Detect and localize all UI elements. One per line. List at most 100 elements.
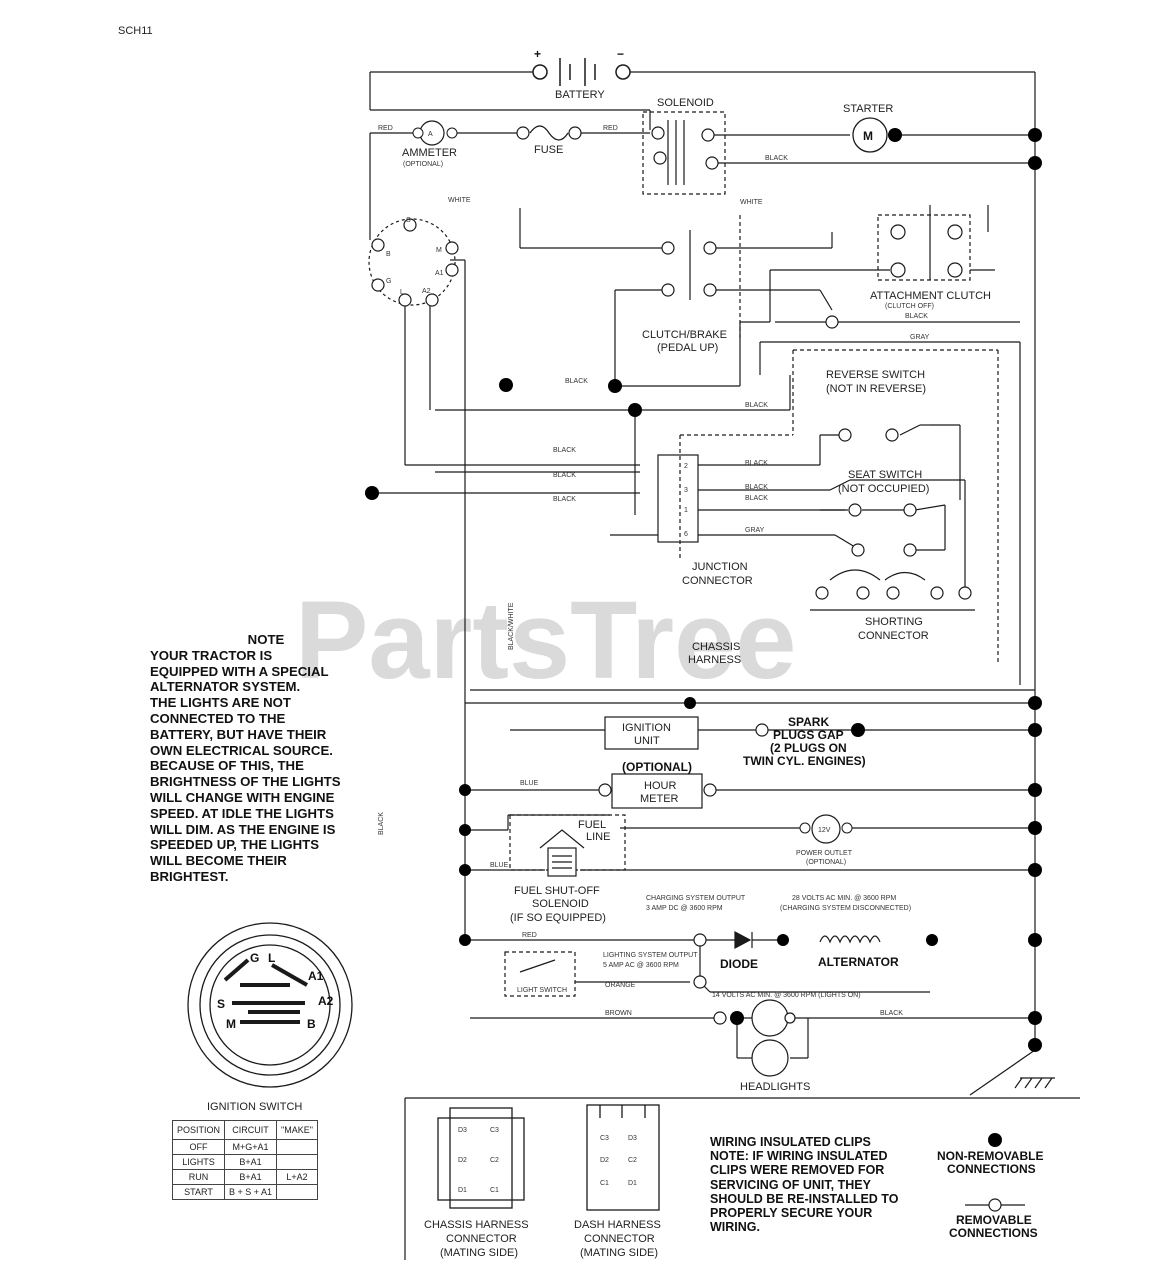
spark-plugs-4: TWIN CYL. ENGINES) <box>743 754 866 768</box>
note-line: SPEED. AT IDLE THE LIGHTS <box>150 805 334 821</box>
note-line: OWN ELECTRICAL SOURCE. <box>150 742 333 758</box>
solenoid-terminals <box>651 126 719 170</box>
ch-pin-c1: C1 <box>490 1187 499 1194</box>
ammeter-label: AMMETER <box>402 147 457 159</box>
legend-removable-2: CONNECTIONS <box>949 1226 1038 1240</box>
fuel-shutoff-3: (IF SO EQUIPPED) <box>510 912 606 924</box>
wire-black-11: BLACK <box>880 1010 903 1017</box>
wire-black-7: BLACK <box>553 496 576 503</box>
volts-ac-2: (CHARGING SYSTEM DISCONNECTED) <box>780 905 911 912</box>
table-header: POSITION <box>171 1120 226 1140</box>
wire-black-10: BLACK <box>745 495 768 502</box>
wire-red-2: RED <box>603 125 618 132</box>
table-cell <box>276 1154 318 1170</box>
ign-term-m: M <box>436 247 442 254</box>
spark-plug-terminal <box>755 723 769 737</box>
page-code: SCH11 <box>118 25 153 37</box>
table-cell: LIGHTS <box>171 1154 226 1170</box>
reverse-switch-label: REVERSE SWITCH <box>826 369 925 381</box>
ign-term-l: L <box>400 289 404 296</box>
wire-black-1: BLACK <box>765 155 788 162</box>
hour-meter-1: HOUR <box>644 780 676 792</box>
starter-symbol: M <box>863 129 873 143</box>
table-row: OFF M+G+A1 <box>171 1139 318 1155</box>
junction-pin-3: 3 <box>684 487 688 494</box>
ignition-switch-face <box>187 922 353 1088</box>
wire-brown: BROWN <box>605 1010 632 1017</box>
battery-plus-label: + <box>534 47 541 61</box>
table-cell: START <box>171 1184 226 1200</box>
note-line: THE LIGHTS ARE NOT <box>150 695 291 711</box>
face-s: S <box>217 997 225 1011</box>
lighting-output-2: 5 AMP AC @ 3600 RPM <box>603 962 679 969</box>
wire-black-6: BLACK <box>553 472 576 479</box>
ign-term-a2: A2 <box>422 288 431 295</box>
clips-line: SERVICING OF UNIT, THEY <box>710 1177 871 1192</box>
headlights <box>713 999 796 1077</box>
charging-output-1: CHARGING SYSTEM OUTPUT <box>646 895 746 902</box>
table-row: LIGHTS B+A1 <box>171 1154 318 1170</box>
table-cell: B+A1 <box>224 1169 278 1185</box>
clutch-brake-sub: (PEDAL UP) <box>657 342 718 354</box>
table-header: CIRCUIT <box>224 1120 278 1140</box>
dh-pin-d1: D1 <box>628 1180 637 1187</box>
junction-pin-1: 1 <box>684 507 688 514</box>
wire-black-2: BLACK <box>905 313 928 320</box>
solenoid-label: SOLENOID <box>657 97 714 109</box>
wire-black-white: BLACK/WHITE <box>508 602 515 650</box>
junction-connector-sub: CONNECTOR <box>682 575 753 587</box>
note-line: EQUIPPED WITH A SPECIAL <box>150 663 329 679</box>
note-line: YOUR TRACTOR IS <box>150 647 273 663</box>
spark-plugs-2: PLUGS GAP <box>773 728 844 742</box>
wire-black-12: BLACK <box>378 812 385 835</box>
note-title: NOTE <box>247 632 285 647</box>
clips-line: SHOULD BE RE-INSTALLED TO <box>710 1191 899 1206</box>
legend-non-removable-dot <box>988 1133 1002 1147</box>
fuse-label: FUSE <box>534 144 563 156</box>
diode-label: DIODE <box>720 957 758 971</box>
table-row: RUN B+A1 L+A2 <box>171 1169 318 1185</box>
note-line: BATTERY, BUT HAVE THEIR <box>150 726 327 742</box>
reverse-switch-terminals <box>838 428 899 442</box>
table-header-row: POSITION CIRCUIT "MAKE" <box>171 1120 318 1140</box>
table-cell: OFF <box>171 1139 226 1155</box>
fuel-line-1: FUEL <box>578 819 606 831</box>
chassis-connector-3: (MATING SIDE) <box>440 1247 518 1259</box>
wire-white-2: WHITE <box>740 199 763 206</box>
chassis-harness-connector <box>437 1107 525 1209</box>
wire-blue-2: BLUE <box>490 862 509 869</box>
ignition-switch-title: IGNITION SWITCH <box>207 1101 302 1113</box>
battery-label: BATTERY <box>555 89 605 101</box>
ign-term-b: B <box>386 251 391 258</box>
clutch-brake-label: CLUTCH/BRAKE <box>642 329 727 341</box>
note-line: ALTERNATOR SYSTEM. <box>150 679 301 695</box>
hour-meter-2: METER <box>640 793 679 805</box>
clips-line: WIRING. <box>710 1220 760 1235</box>
wire-black-5: BLACK <box>553 447 576 454</box>
note-line: WILL BECOME THEIR <box>150 853 287 869</box>
chassis-connector-1: CHASSIS HARNESS <box>424 1219 529 1231</box>
table-cell: B+A1 <box>224 1154 278 1170</box>
ignition-unit-label-1: IGNITION <box>622 722 671 734</box>
dh-pin-d2: D2 <box>600 1157 609 1164</box>
dh-pin-c1: C1 <box>600 1180 609 1187</box>
ammeter-symbol: A <box>428 131 433 138</box>
dash-connector-3: (MATING SIDE) <box>580 1247 658 1259</box>
fuel-shutoff-2: SOLENOID <box>532 898 589 910</box>
lighting-output-1: LIGHTING SYSTEM OUTPUT <box>603 952 698 959</box>
wire-black-8: BLACK <box>745 460 768 467</box>
wire-orange: ORANGE <box>605 982 636 989</box>
reverse-switch-sub: (NOT IN REVERSE) <box>826 383 926 395</box>
starter-motor: M <box>852 117 888 153</box>
attachment-clutch-sub: (CLUTCH OFF) <box>885 303 934 310</box>
ch-pin-d2: D2 <box>458 1157 467 1164</box>
note-line: BECAUSE OF THIS, THE <box>150 758 304 774</box>
table-header: "MAKE" <box>276 1120 318 1140</box>
seat-switch-label: SEAT SWITCH <box>848 469 922 481</box>
alternator-terminals <box>693 933 707 989</box>
battery <box>532 58 631 86</box>
wire-white-1: WHITE <box>448 197 471 204</box>
table-cell: L+A2 <box>276 1169 318 1185</box>
clutch-brake-terminals <box>661 241 717 297</box>
